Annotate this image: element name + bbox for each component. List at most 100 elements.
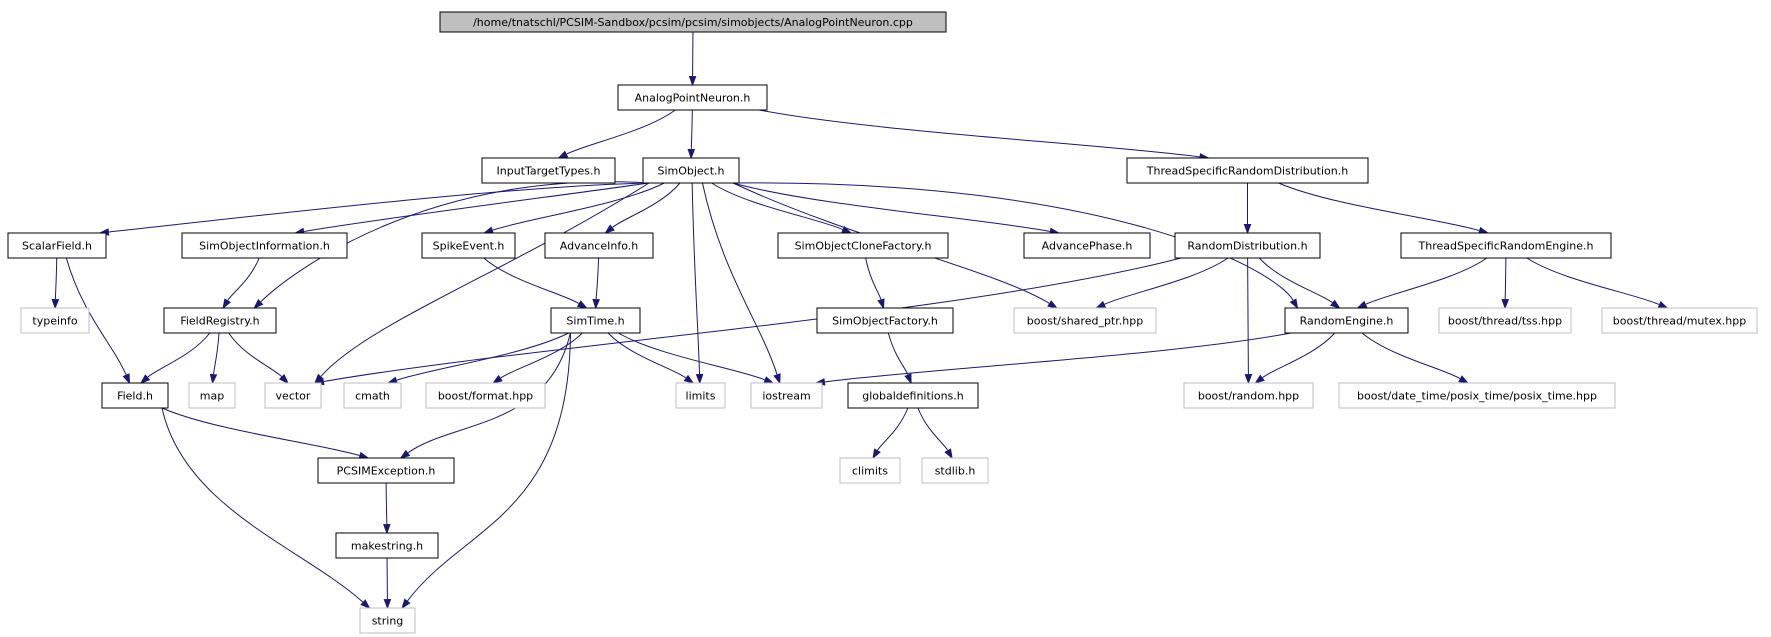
arrowhead	[683, 374, 695, 384]
node-label: Field.h	[117, 390, 153, 403]
node-box	[816, 307, 954, 334]
edge-line	[566, 109, 676, 155]
edge-line	[1526, 257, 1660, 305]
node-simtime[interactable]: SimTime.h	[550, 307, 641, 334]
node-itt[interactable]: InputTargetTypes.h	[481, 157, 616, 184]
node-box	[617, 84, 768, 111]
node-pcexc[interactable]: PCSIMException.h	[317, 457, 455, 484]
node-box	[777, 232, 949, 259]
edge-line	[396, 332, 569, 381]
arrowhead	[944, 448, 953, 460]
node-simobj[interactable]: SimObject.h	[642, 157, 740, 184]
arrowhead	[773, 373, 781, 385]
arrowhead	[872, 448, 881, 460]
edge-adv-to-simtime	[592, 257, 600, 310]
node-apn[interactable]: AnalogPointNeuron.h	[617, 84, 768, 111]
node-box	[1174, 232, 1321, 259]
node-sof[interactable]: SimObjectFactory.h	[816, 307, 954, 334]
edge-line	[492, 182, 665, 231]
edge-line	[407, 332, 572, 602]
arrowhead	[383, 599, 392, 610]
edge-line	[1104, 257, 1229, 305]
edge-reng-to-brandom	[1254, 332, 1336, 384]
edge-line	[1361, 332, 1461, 379]
edge-line	[691, 182, 701, 375]
edge-line	[618, 332, 765, 381]
edge-line	[1365, 257, 1488, 305]
arrowhead	[122, 373, 131, 385]
edge-line	[54, 257, 58, 300]
edge-line	[228, 332, 282, 377]
edge-gdef-to-stdlib	[917, 407, 953, 460]
node-label: SimObject.h	[657, 165, 724, 178]
edge-simobj-to-reng	[732, 182, 1299, 310]
edge-tsrd-to-tsre	[1278, 182, 1490, 235]
node-socf[interactable]: SimObjectCloneFactory.h	[777, 232, 949, 259]
arrowhead	[1657, 300, 1669, 309]
edge-line	[701, 182, 778, 375]
node-mkstr[interactable]: makestring.h	[335, 532, 439, 559]
edge-simobj-to-socf	[711, 182, 853, 234]
node-box	[481, 157, 616, 184]
node-limits: limits	[675, 382, 726, 409]
node-climits: climits	[839, 457, 901, 484]
node-label: boost/thread/tss.hpp	[1448, 315, 1562, 328]
node-label: RandomDistribution.h	[1187, 240, 1307, 253]
node-label: boost/shared_ptr.hpp	[1027, 315, 1143, 328]
node-tsrd[interactable]: ThreadSpecificRandomDistribution.h	[1126, 157, 1369, 184]
edge-simtime-to-string	[401, 332, 572, 610]
node-label: string	[372, 615, 404, 628]
node-field[interactable]: Field.h	[101, 382, 169, 409]
edge-line	[1504, 257, 1507, 300]
node-advp[interactable]: AdvancePhase.h	[1023, 232, 1151, 259]
node-label: boost/thread/mutex.hpp	[1613, 315, 1746, 328]
edge-line	[483, 257, 580, 304]
edge-simobj-to-spike	[482, 182, 665, 234]
edge-line	[304, 182, 650, 232]
edge-simtime-to-cmath	[386, 332, 569, 384]
edge-line	[108, 182, 650, 233]
node-shptr: boost/shared_ptr.hpp	[1013, 307, 1157, 334]
node-soinfo[interactable]: SimObjectInformation.h	[181, 232, 348, 259]
node-spike[interactable]: SpikeEvent.h	[421, 232, 516, 259]
node-root[interactable]: /home/tnatschl/PCSIM-Sandbox/pcsim/pcsim…	[439, 11, 947, 33]
node-freg[interactable]: FieldRegistry.h	[163, 307, 277, 334]
edge-simobj-to-adv	[604, 182, 681, 234]
arrowhead	[1330, 299, 1341, 309]
edge-line	[690, 109, 693, 150]
edge-tsrd-to-rdist	[1243, 183, 1252, 235]
node-box	[1400, 232, 1612, 259]
arrowhead	[1243, 224, 1252, 235]
node-label: vector	[276, 390, 311, 403]
node-label: PCSIMException.h	[337, 465, 436, 478]
node-box	[1284, 307, 1409, 334]
edge-pcexc-to-mkstr	[383, 482, 391, 535]
node-reng[interactable]: RandomEngine.h	[1284, 307, 1409, 334]
node-box	[1438, 307, 1572, 334]
node-rdist[interactable]: RandomDistribution.h	[1174, 232, 1321, 259]
node-box	[675, 382, 726, 409]
node-box	[1126, 157, 1369, 184]
node-adv[interactable]: AdvanceInfo.h	[544, 232, 654, 259]
node-box	[335, 532, 439, 559]
edge-root-to-apn	[688, 31, 697, 87]
node-tsre[interactable]: ThreadSpecificRandomEngine.h	[1400, 232, 1612, 259]
arrowhead	[695, 373, 704, 385]
node-vector: vector	[264, 382, 322, 409]
node-box	[1338, 382, 1616, 409]
edge-line	[1259, 257, 1333, 304]
arrowhead	[401, 598, 411, 610]
node-label: SpikeEvent.h	[433, 240, 505, 253]
edge-line	[732, 182, 1294, 301]
edge-line	[612, 182, 681, 228]
arrowhead	[688, 76, 697, 87]
node-scalar[interactable]: ScalarField.h	[7, 232, 107, 259]
node-gdef[interactable]: globaldefinitions.h	[847, 382, 979, 409]
edge-simobj-to-advp	[732, 182, 1061, 236]
arrowhead	[139, 374, 151, 384]
arrowhead	[763, 376, 775, 384]
node-box	[1013, 307, 1157, 334]
node-label: RandomEngine.h	[1300, 315, 1394, 328]
node-cmath: cmath	[343, 382, 402, 409]
edge-simobj-to-limits	[691, 182, 704, 385]
